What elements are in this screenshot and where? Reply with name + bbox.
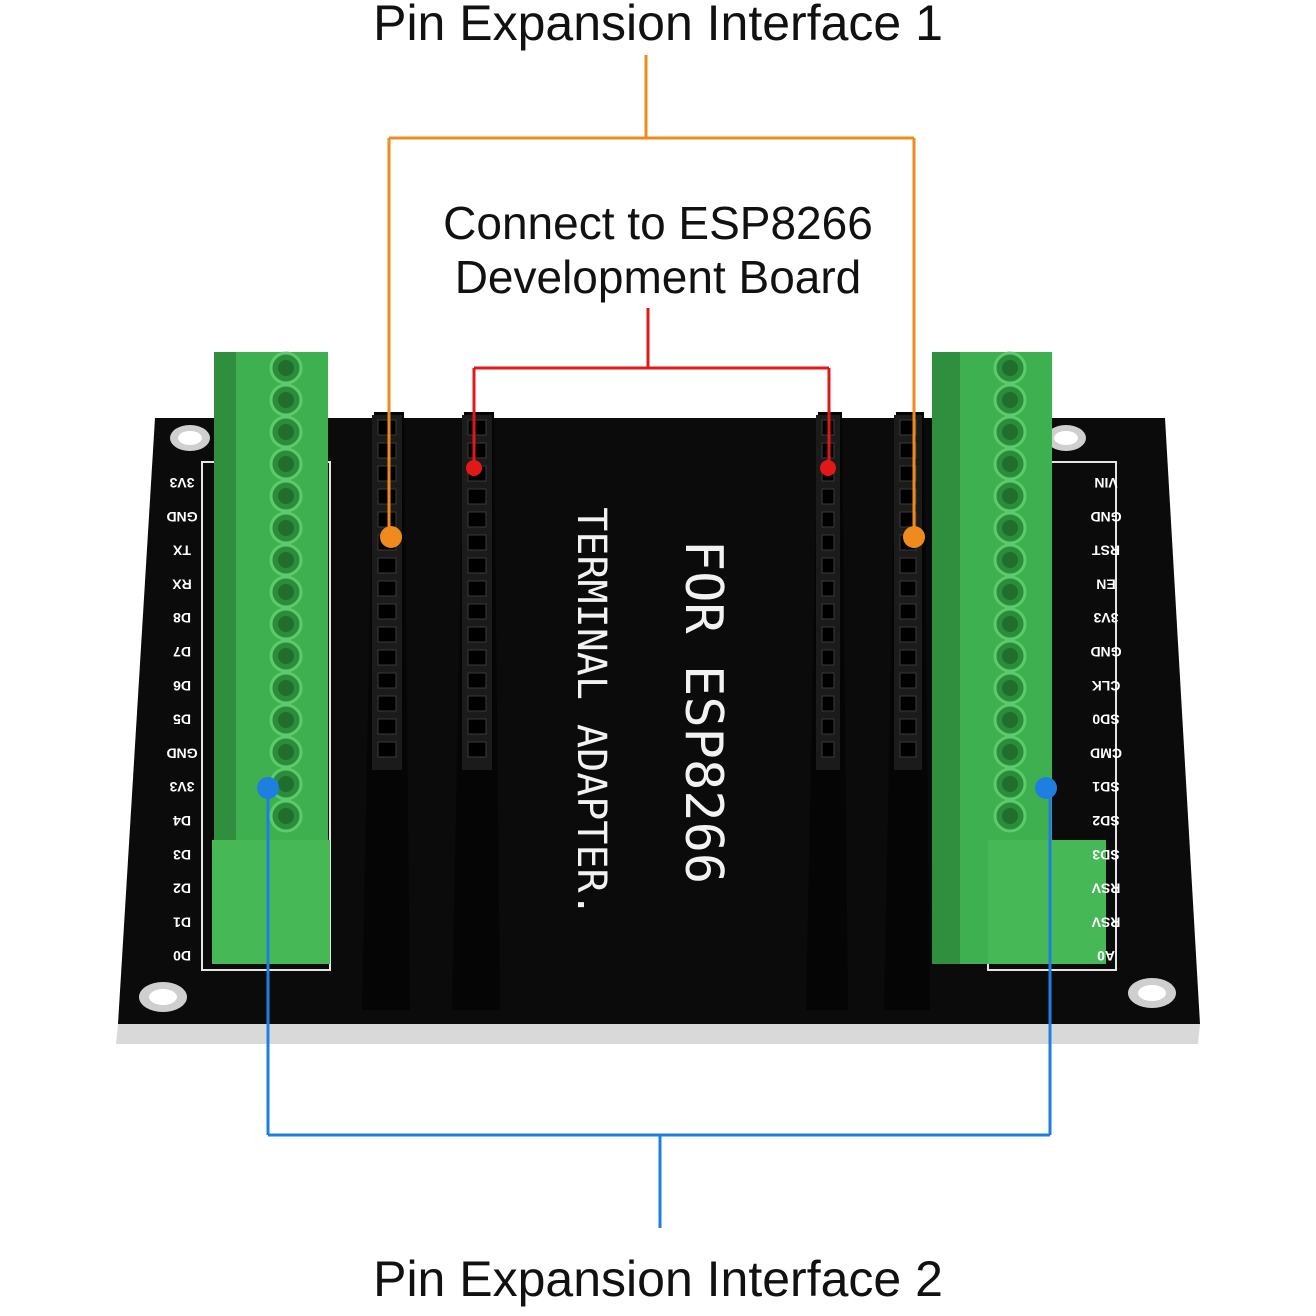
pin-label: RSV bbox=[1091, 914, 1120, 930]
pin-label: D2 bbox=[173, 881, 191, 897]
pin-label: D1 bbox=[173, 914, 191, 930]
pin-label: CLK bbox=[1092, 678, 1121, 694]
connect-label: Connect to ESP8266 Development Board bbox=[0, 196, 1316, 304]
pin-label: D0 bbox=[173, 948, 191, 964]
pin-label: SD3 bbox=[1092, 847, 1119, 863]
connect-label-line-1: Connect to ESP8266 bbox=[443, 197, 873, 249]
pin-label: GND bbox=[166, 509, 197, 525]
pin-label: CMD bbox=[1090, 745, 1122, 761]
interface-1-title: Pin Expansion Interface 1 bbox=[373, 0, 943, 51]
interface-2-callout bbox=[266, 790, 1052, 1228]
interface-2-marker-right bbox=[1035, 777, 1057, 799]
pin-label: RSV bbox=[1091, 881, 1120, 897]
pin-label: 3V3 bbox=[169, 475, 194, 491]
pin-label: D6 bbox=[173, 678, 191, 694]
connect-label-line-2: Development Board bbox=[454, 251, 862, 303]
pin-label: GND bbox=[1090, 509, 1121, 525]
pin-label: SD0 bbox=[1092, 712, 1119, 728]
pin-label: GND bbox=[1090, 644, 1121, 660]
pin-label: RX bbox=[172, 576, 192, 592]
pin-label: 3V3 bbox=[1093, 610, 1118, 626]
board-silkscreen-text: FOR ESP8266 TERMINAL ADAPTER. bbox=[568, 507, 733, 916]
pin-label: D8 bbox=[173, 610, 191, 626]
pin-label: RST bbox=[1092, 543, 1120, 559]
interface-2-title: Pin Expansion Interface 2 bbox=[373, 1251, 943, 1307]
board-text-line-2: TERMINAL ADAPTER. bbox=[568, 507, 614, 916]
pin-label: VIN bbox=[1094, 475, 1117, 491]
pin-label: A0 bbox=[1097, 948, 1115, 964]
pin-label: 3V3 bbox=[169, 779, 194, 795]
pin-label: SD1 bbox=[1092, 779, 1119, 795]
pin-label: TX bbox=[172, 543, 191, 559]
pin-label: EN bbox=[1096, 576, 1115, 592]
connect-marker-left bbox=[466, 460, 482, 476]
pin-labels-right: VINGNDRSTEN3V3GNDCLKSD0CMDSD1SD2SD3RSVRS… bbox=[1090, 475, 1122, 964]
terminal-block-left bbox=[212, 351, 330, 964]
connect-marker-right bbox=[820, 460, 836, 476]
terminal-block-right bbox=[932, 351, 1106, 964]
pin-label: GND bbox=[166, 745, 197, 761]
interface-2-marker-left bbox=[257, 777, 279, 799]
interface-1-marker-right bbox=[903, 526, 925, 548]
pin-label: D7 bbox=[173, 644, 191, 660]
connect-callout bbox=[472, 308, 831, 467]
interface-1-marker-left bbox=[380, 526, 402, 548]
pin-label: D3 bbox=[173, 847, 191, 863]
board-text-line-1: FOR ESP8266 bbox=[673, 540, 733, 884]
interface-1-callout bbox=[387, 55, 916, 536]
pin-label: D5 bbox=[173, 712, 191, 728]
pin-label: D4 bbox=[173, 813, 191, 829]
pin-label: SD2 bbox=[1092, 813, 1119, 829]
